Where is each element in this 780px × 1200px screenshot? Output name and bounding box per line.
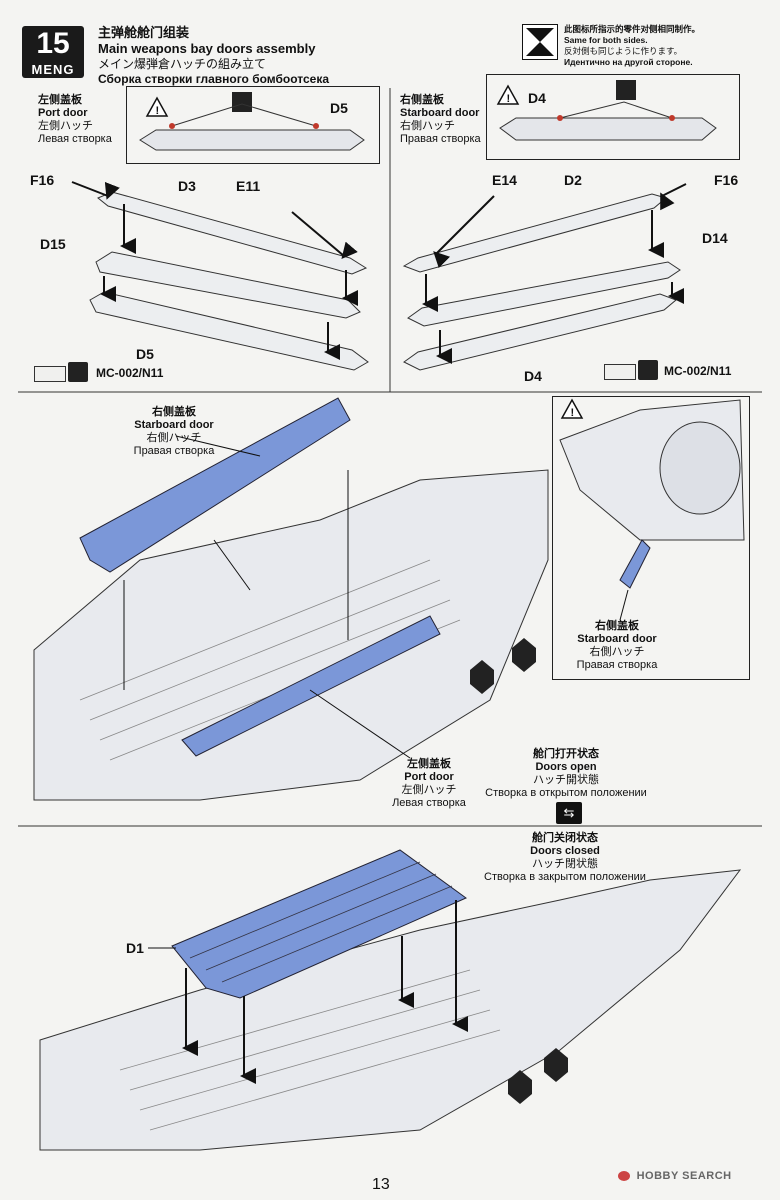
closed-doors-blue [171,849,467,999]
watermark: HOBBY SEARCH [618,1170,732,1182]
step-badge: 15 MENG [22,26,84,78]
port-door-label-mid: 左侧盖板 Port door 左側ハッチ Левая створка [384,758,474,810]
port-mid-en: Port door [404,771,454,783]
part-d2: D2 [564,172,582,188]
port-ru: Левая створка [38,133,112,145]
watermark-logo-icon [618,1171,630,1182]
stbd-inset-cn: 右侧盖板 [595,620,639,632]
page-number: 13 [372,1176,390,1193]
port-door-parts [89,191,369,371]
open-cn: 舱门打开状态 [533,748,599,760]
hex-intake-openings [470,638,536,694]
part-f16-right: F16 [714,172,739,188]
doors-open-label: 舱门打开状态 Doors open ハッチ開状態 Створка в откры… [476,748,656,800]
watermark-text: HOBBY SEARCH [636,1170,732,1182]
port-mid-jp: 左側ハッチ [401,784,457,796]
stbd-mid-ru: Правая створка [133,445,215,457]
aircraft-body-closed [39,869,742,1151]
open-en: Doors open [535,761,597,773]
part-d4-top: D4 [528,90,546,106]
inset-caution-detail [552,396,750,680]
title-en: Main weapons bay doors assembly [98,41,316,56]
port-door-label-top: 左侧盖板 Port door 左側ハッチ Левая створка [38,94,112,146]
brand-logo: MENG [31,62,75,77]
paint-swatch-left [34,366,66,382]
open-jp: ハッチ開状態 [533,774,599,786]
closed-jp: ハッチ閉状態 [532,858,598,870]
brush-icon-left [68,362,88,382]
port-en: Port door [38,107,88,119]
closed-ru: Створка в закрытом положении [484,871,646,883]
paint-swatch-right [604,364,636,380]
part-d4-bottom: D4 [524,368,542,384]
inset-starboard-detail [486,74,740,160]
stbd-inset-jp: 右側ハッチ [589,646,645,658]
part-d5-bottom: D5 [136,346,154,362]
paint-code-right: MC-002/N11 [664,364,732,378]
part-d1: D1 [126,940,144,956]
starboard-door-parts [402,193,681,371]
part-d5-top: D5 [330,100,348,116]
note-ru: Идентично на другой стороне. [564,57,693,67]
hex-intake-closed [508,1048,568,1104]
stbd-jp: 右側ハッチ [400,120,455,132]
doors-closed-label: 舱门关闭状态 Doors closed ハッチ閉状態 Створка в зак… [480,832,650,884]
stbd-mid-jp: 右側ハッチ [146,432,202,444]
stbd-inset-ru: Правая створка [576,659,658,671]
title-cn: 主弹舱舱门组装 [98,25,190,40]
step-number: 15 [36,27,70,60]
note-en: Same for both sides. [564,35,648,45]
stbd-ru: Правая створка [400,133,481,145]
port-mid-ru: Левая створка [392,797,466,809]
port-mid-cn: 左侧盖板 [407,758,451,770]
step-title-block: 主弹舱舱门组装 Main weapons bay doors assembly … [98,25,329,87]
part-f16-left: F16 [30,172,55,188]
part-d14: D14 [702,230,728,246]
port-door-open [181,615,441,757]
title-ru: Сборка створки главного бомбоотсека [98,72,330,86]
state-toggle-icon: ⇆ [556,802,582,824]
starboard-door-label-inset: 右侧盖板 Starboard door 右側ハッチ Правая створка [552,620,682,672]
inset-port-detail [126,86,380,164]
aircraft-body-open [33,469,549,801]
same-both-sides-icon [522,24,558,60]
starboard-door-label-mid: 右侧盖板 Starboard door 右側ハッチ Правая створка [104,406,244,458]
part-e14: E14 [492,172,517,188]
paint-code-left: MC-002/N11 [96,366,164,380]
stbd-mid-en: Starboard door [134,419,214,431]
note-text: 此图标所指示的零件对侧相同制作。 Same for both sides. 反対… [564,24,700,68]
starboard-door-label-top: 右侧盖板 Starboard door 右側ハッチ Правая створка [400,94,481,146]
stbd-en: Starboard door [400,107,480,119]
closed-en: Doors closed [530,845,600,857]
brush-icon-right [638,360,658,380]
part-e11: E11 [236,178,261,194]
stbd-inset-en: Starboard door [577,633,657,645]
note-cn: 此图标所指示的零件对侧相同制作。 [564,24,701,34]
note-jp: 反対側も同じように作ります。 [564,46,683,56]
open-ru: Створка в открытом положении [485,787,647,799]
part-d15: D15 [40,236,66,252]
title-jp: メイン爆弾倉ハッチの組み立て [98,57,267,71]
port-jp: 左側ハッチ [38,120,93,132]
stbd-mid-cn: 右侧盖板 [152,406,196,418]
stbd-cn: 右侧盖板 [400,94,444,106]
part-d3: D3 [178,178,196,194]
closed-cn: 舱门关闭状态 [532,832,598,844]
port-cn: 左侧盖板 [38,94,82,106]
